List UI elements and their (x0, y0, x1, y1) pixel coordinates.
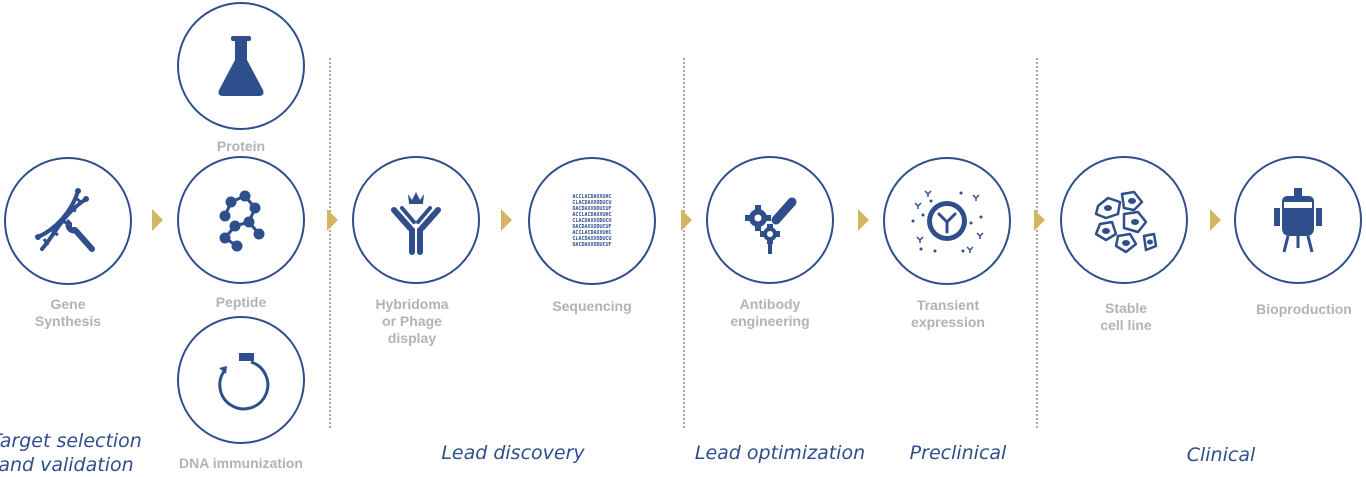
sequence-line: OACDAXXODUCUF (572, 242, 612, 248)
stable-cell-line-label: Stable cell line (1100, 300, 1152, 333)
sequence-line: ACCLACDAXXUHC (572, 194, 612, 200)
circular-plasmid-icon (218, 353, 270, 411)
antibody-burst-icon (911, 190, 984, 253)
antibody-engineering-label: Antibody engineering (730, 296, 810, 329)
flow-arrow (327, 209, 338, 231)
bioreactor-icon (1274, 188, 1322, 253)
transient-expression-node (883, 157, 1011, 285)
flow-arrow (1034, 209, 1045, 231)
stage-lead-optimization: Lead optimization (694, 442, 866, 464)
sequence-line: OACDAXXODUCUF (572, 224, 612, 230)
gears-antibody-icon (745, 197, 797, 254)
flow-arrow (1210, 209, 1221, 231)
dna-immunization-node (177, 316, 305, 444)
protein-label: Protein (216, 138, 266, 154)
sequence-text-icon: ACCLACDAXXUHC CLACDAXXODUCU OACDAXXODUCU… (572, 194, 611, 248)
bioproduction-node (1234, 156, 1362, 284)
dna-immunization-label: DNA immunization (179, 455, 303, 471)
stage-lead-discovery: Lead discovery (441, 442, 585, 464)
stage-divider (1036, 58, 1038, 428)
sequencing-node: ACCLACDAXXUHC CLACDAXXODUCU OACDAXXODUCU… (528, 157, 656, 285)
hybridoma-label: Hybridoma or Phage display (375, 296, 449, 346)
gene-synthesis-label: Gene Synthesis (34, 296, 102, 329)
sequence-line: ACCLACDAXXUHC (572, 212, 612, 218)
sequence-line: CLACDAXXODUCU (572, 200, 612, 206)
flask-icon (218, 36, 264, 96)
sequence-line: CLACDAXXODUCU (572, 236, 612, 242)
sequence-line: OACDAXXODUCUF (572, 206, 612, 212)
stable-cell-line-node (1060, 156, 1188, 284)
stage-divider (683, 58, 685, 428)
peptide-node (177, 156, 305, 284)
peptide-label: Peptide (215, 294, 267, 310)
flow-arrow (152, 209, 163, 231)
antibody-crown-icon (391, 192, 441, 255)
protein-node (177, 2, 305, 130)
transient-expression-label: Transient expression (911, 297, 985, 330)
sequencing-label: Sequencing (552, 298, 632, 314)
cells-icon (1094, 190, 1158, 254)
flow-arrow (858, 209, 869, 231)
sequence-line: CLACDAXXODUCU (572, 218, 612, 224)
hybridoma-node (352, 156, 480, 284)
flow-arrow (501, 209, 512, 231)
dna-wrench-icon (35, 188, 95, 252)
sequence-line: ACCLACDAXXUHC (572, 230, 612, 236)
gene-synthesis-node (4, 157, 132, 285)
bioproduction-label: Bioproduction (1256, 301, 1352, 317)
peptide-chain-icon (219, 190, 265, 252)
stage-divider (329, 58, 331, 428)
stage-preclinical: Preclinical (909, 442, 1007, 464)
antibody-engineering-node (706, 156, 834, 284)
flow-arrow (681, 209, 692, 231)
stage-clinical: Clinical (1186, 444, 1256, 466)
stage-target-selection: Target selection and validation (0, 430, 142, 476)
